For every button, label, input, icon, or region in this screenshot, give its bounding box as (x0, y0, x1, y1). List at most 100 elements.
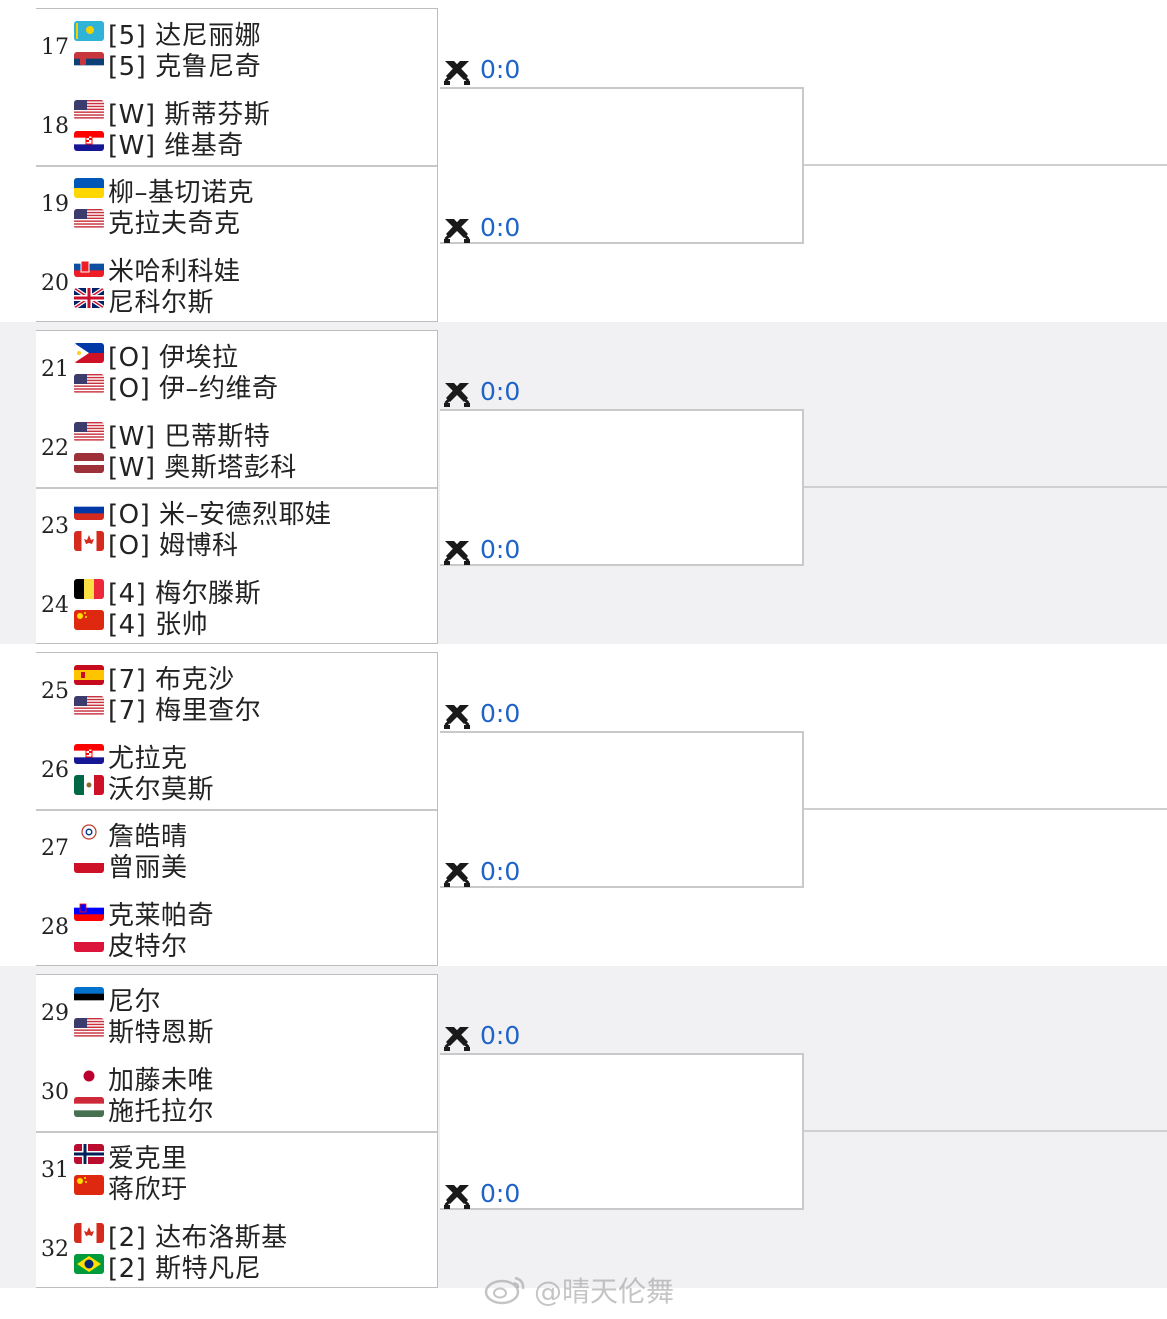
player-name[interactable]: [W] 维基奇 (108, 130, 244, 161)
player-name[interactable]: [W] 斯蒂芬斯 (108, 99, 271, 130)
player-entry[interactable]: 柳–基切诺克 (74, 174, 434, 208)
player-entry[interactable]: 蒋欣玗 (74, 1171, 434, 1205)
player-name[interactable]: 爱克里 (108, 1144, 188, 1174)
player-entry[interactable]: [7] 梅里查尔 (74, 692, 434, 726)
player-name[interactable]: 尤拉克 (108, 743, 188, 774)
player-name[interactable]: [4] 梅尔滕斯 (108, 578, 262, 609)
match-score[interactable]: 0:0 (442, 699, 562, 732)
player-name[interactable]: [W] 巴蒂斯特 (108, 421, 271, 452)
player-entry[interactable]: [W] 巴蒂斯特 (74, 418, 434, 452)
player-entry[interactable]: [4] 梅尔滕斯 (74, 575, 434, 609)
match-score[interactable]: 0:0 (442, 55, 562, 88)
player-name[interactable]: [W] 奥斯塔彭科 (108, 452, 297, 483)
player-name[interactable]: 施托拉尔 (108, 1096, 215, 1127)
player-entry[interactable]: [W] 奥斯塔彭科 (74, 449, 434, 483)
match-row[interactable]: 21[O] 伊埃拉[O] 伊–约维奇 (36, 331, 438, 409)
score-value[interactable]: 0:0 (480, 535, 521, 564)
player-entry[interactable]: 加藤未唯 (74, 1062, 434, 1096)
match-score[interactable]: 0:0 (442, 535, 562, 568)
score-value[interactable]: 0:0 (480, 1021, 521, 1050)
match-row[interactable]: 18[W] 斯蒂芬斯[W] 维基奇 (36, 88, 438, 166)
player-name[interactable]: 米哈利科娃 (108, 256, 241, 287)
match-score[interactable]: 0:0 (442, 377, 562, 410)
player-entry[interactable]: [4] 张帅 (74, 606, 434, 640)
score-value[interactable]: 0:0 (480, 55, 521, 84)
match-number: 32 (41, 1236, 69, 1262)
player-entry[interactable]: [O] 姆博科 (74, 527, 434, 561)
player-entry[interactable]: [O] 伊埃拉 (74, 339, 434, 373)
match-score[interactable]: 0:0 (442, 213, 562, 246)
player-entry[interactable]: [7] 布克沙 (74, 661, 434, 695)
match-score[interactable]: 0:0 (442, 857, 562, 890)
player-entry[interactable]: 尼科尔斯 (74, 284, 434, 318)
player-entry[interactable]: 施托拉尔 (74, 1093, 434, 1127)
crossed-swords-icon (442, 538, 472, 566)
player-name[interactable]: 尼科尔斯 (108, 287, 215, 318)
score-value[interactable]: 0:0 (480, 377, 521, 406)
player-name[interactable]: 柳–基切诺克 (108, 178, 255, 208)
player-name[interactable]: 加藤未唯 (108, 1065, 215, 1096)
player-name[interactable]: 克拉夫奇克 (108, 209, 241, 239)
player-name[interactable]: [4] 张帅 (108, 609, 209, 640)
player-entry[interactable]: 曾丽美 (74, 849, 434, 883)
player-name[interactable]: 蒋欣玗 (108, 1175, 188, 1205)
player-entry[interactable]: 尼尔 (74, 983, 434, 1017)
player-entry[interactable]: 皮特尔 (74, 928, 434, 962)
player-name[interactable]: [O] 伊埃拉 (108, 343, 239, 373)
player-entry[interactable]: 爱克里 (74, 1140, 434, 1174)
player-entry[interactable]: [W] 斯蒂芬斯 (74, 96, 434, 130)
player-entry[interactable]: [O] 米–安德烈耶娃 (74, 496, 434, 530)
player-name[interactable]: [2] 达布洛斯基 (108, 1222, 288, 1253)
player-entry[interactable]: 沃尔莫斯 (74, 771, 434, 805)
player-name[interactable]: [O] 伊–约维奇 (108, 374, 279, 404)
match-score[interactable]: 0:0 (442, 1179, 562, 1212)
score-value[interactable]: 0:0 (480, 699, 521, 728)
player-entry[interactable]: 斯特恩斯 (74, 1014, 434, 1048)
match-row[interactable]: 22[W] 巴蒂斯特[W] 奥斯塔彭科 (36, 410, 438, 488)
match-row[interactable]: 32 [2] 达布洛斯基[2] 斯特凡尼 (36, 1211, 438, 1289)
match-score[interactable]: 0:0 (442, 1021, 562, 1054)
player-name[interactable]: [7] 梅里查尔 (108, 696, 262, 726)
player-entry[interactable]: 尤拉克 (74, 740, 434, 774)
player-name[interactable]: 詹皓晴 (108, 822, 188, 852)
player-name[interactable]: 斯特恩斯 (108, 1018, 215, 1048)
player-name[interactable]: [O] 米–安德烈耶娃 (108, 500, 332, 530)
match-row[interactable]: 25[7] 布克沙[7] 梅里查尔 (36, 653, 438, 731)
player-name[interactable]: 皮特尔 (108, 931, 188, 962)
player-name[interactable]: [O] 姆博科 (108, 531, 239, 561)
score-value[interactable]: 0:0 (480, 213, 521, 242)
score-value[interactable]: 0:0 (480, 857, 521, 886)
player-entry[interactable]: [2] 斯特凡尼 (74, 1250, 434, 1284)
player-entry[interactable]: [2] 达布洛斯基 (74, 1219, 434, 1253)
player-name[interactable]: [5] 克鲁尼奇 (108, 52, 262, 82)
player-name[interactable]: [5] 达尼丽娜 (108, 21, 262, 51)
match-row[interactable]: 24[4] 梅尔滕斯[4] 张帅 (36, 567, 438, 645)
player-entry[interactable]: 克拉夫奇克 (74, 205, 434, 239)
score-value[interactable]: 0:0 (480, 1179, 521, 1208)
match-row[interactable]: 17[5] 达尼丽娜[5] 克鲁尼奇 (36, 9, 438, 87)
player-name[interactable]: 沃尔莫斯 (108, 774, 215, 805)
player-entry[interactable]: [5] 达尼丽娜 (74, 17, 434, 51)
player-entry[interactable]: 克莱帕奇 (74, 897, 434, 931)
player-entry[interactable]: [5] 克鲁尼奇 (74, 48, 434, 82)
player-name[interactable]: 克莱帕奇 (108, 900, 215, 931)
player-name[interactable]: [2] 斯特凡尼 (108, 1253, 262, 1284)
player-name[interactable]: [7] 布克沙 (108, 665, 235, 695)
flag-ukr-icon (74, 178, 104, 198)
player-entry[interactable]: 米哈利科娃 (74, 253, 434, 287)
player-entry[interactable]: [O] 伊–约维奇 (74, 370, 434, 404)
player-name[interactable]: 曾丽美 (108, 853, 188, 883)
player-name[interactable]: 尼尔 (108, 987, 162, 1017)
match-row[interactable]: 23[O] 米–安德烈耶娃[O] 姆博科 (36, 488, 438, 566)
player-entry[interactable]: [W] 维基奇 (74, 127, 434, 161)
player-entry[interactable]: 詹皓晴 (74, 818, 434, 852)
